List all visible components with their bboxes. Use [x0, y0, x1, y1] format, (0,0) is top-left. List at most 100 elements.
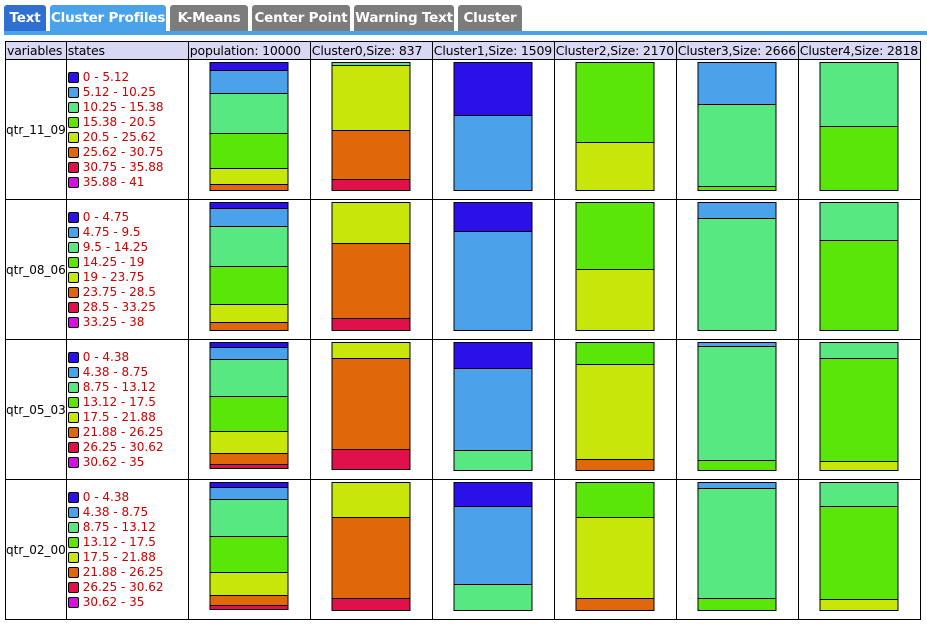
legend-swatch — [67, 596, 79, 608]
tab-cluster-profiles[interactable]: Cluster Profiles — [50, 5, 166, 31]
bar-segment-state-3 — [819, 126, 899, 191]
bar-segment-state-2 — [453, 450, 533, 471]
bar-segment-state-1 — [697, 202, 777, 220]
stacked-bar[interactable] — [575, 62, 655, 191]
legend-label: 0 - 5.12 — [82, 70, 130, 84]
legend-item: 19 - 23.75 — [67, 270, 188, 285]
legend-label: 4.75 - 9.5 — [82, 225, 141, 239]
legend-label: 0 - 4.38 — [82, 490, 130, 504]
stacked-bar[interactable] — [575, 342, 655, 471]
stacked-bar[interactable] — [331, 202, 411, 331]
legend-swatch — [67, 226, 79, 238]
stacked-bar[interactable] — [575, 202, 655, 331]
population-bar-cell — [187, 199, 311, 340]
bar-segment-state-4 — [209, 571, 289, 596]
bar-segment-state-2 — [819, 62, 899, 127]
stacked-bar[interactable] — [697, 202, 777, 331]
legend-label: 0 - 4.75 — [82, 210, 130, 224]
stacked-bar[interactable] — [819, 202, 899, 331]
cluster2-bar-cell — [553, 59, 677, 200]
legend-label: 9.5 - 14.25 — [82, 240, 149, 254]
stacked-bar[interactable] — [331, 62, 411, 191]
cluster3-bar-cell — [675, 339, 799, 480]
bar-segment-state-1 — [453, 114, 533, 191]
bar-segment-state-4 — [331, 65, 411, 131]
stacked-bar[interactable] — [697, 342, 777, 471]
bar-segment-state-0 — [453, 202, 533, 232]
stacked-bar[interactable] — [209, 342, 289, 471]
bar-segment-state-3 — [209, 133, 289, 170]
stacked-bar[interactable] — [453, 482, 533, 611]
legend-label: 13.12 - 17.5 — [82, 395, 156, 409]
legend-swatch — [67, 241, 79, 253]
legend-label: 33.25 - 38 — [82, 315, 145, 329]
bar-segment-state-3 — [209, 266, 289, 305]
legend-swatch — [67, 396, 79, 408]
cluster3-bar-cell — [675, 199, 799, 340]
bar-segment-state-3 — [575, 62, 655, 144]
stacked-bar[interactable] — [697, 62, 777, 191]
bar-segment-state-5 — [575, 459, 655, 471]
bar-segment-state-2 — [209, 498, 289, 537]
population-bar-cell — [187, 479, 311, 620]
tab-k-means[interactable]: K-Means — [170, 5, 248, 31]
tab-center-point[interactable]: Center Point — [252, 5, 350, 31]
stacked-bar[interactable] — [209, 62, 289, 191]
legend-item: 33.25 - 38 — [67, 315, 188, 330]
legend-label: 17.5 - 21.88 — [82, 550, 156, 564]
stacked-bar[interactable] — [819, 342, 899, 471]
stacked-bar[interactable] — [575, 482, 655, 611]
bar-segment-state-2 — [209, 93, 289, 135]
stacked-bar[interactable] — [819, 482, 899, 611]
legend-swatch — [67, 101, 79, 113]
bar-segment-state-0 — [453, 62, 533, 116]
legend-swatch — [67, 551, 79, 563]
bar-segment-state-3 — [575, 482, 655, 518]
cluster4-bar-cell — [797, 59, 921, 200]
cluster0-bar-cell — [309, 199, 433, 340]
legend-item: 0 - 4.38 — [67, 350, 188, 365]
cluster0-bar-cell — [309, 339, 433, 480]
stacked-bar[interactable] — [819, 62, 899, 191]
bar-segment-state-1 — [453, 230, 533, 331]
tab-text[interactable]: Text — [4, 5, 46, 31]
bar-segment-state-3 — [575, 202, 655, 270]
legend-swatch — [67, 536, 79, 548]
tab-warning-text[interactable]: Warning Text — [354, 5, 454, 31]
legend-swatch — [67, 491, 79, 503]
legend-item: 26.25 - 30.62 — [67, 580, 188, 595]
header-population: population: 10000 — [187, 41, 311, 60]
legend-item: 17.5 - 21.88 — [67, 550, 188, 565]
cluster4-bar-cell — [797, 339, 921, 480]
legend-swatch — [67, 441, 79, 453]
tab-cluster[interactable]: Cluster — [458, 5, 522, 31]
bar-segment-state-5 — [331, 243, 411, 319]
legend-label: 5.12 - 10.25 — [82, 85, 156, 99]
bar-segment-state-0 — [453, 342, 533, 369]
stacked-bar[interactable] — [331, 342, 411, 471]
legend-item: 17.5 - 21.88 — [67, 410, 188, 425]
stacked-bar[interactable] — [453, 62, 533, 191]
bar-segment-state-1 — [697, 62, 777, 106]
stacked-bar[interactable] — [331, 482, 411, 611]
legend-item: 28.5 - 33.25 — [67, 300, 188, 315]
stacked-bar[interactable] — [697, 482, 777, 611]
bar-segment-state-2 — [697, 345, 777, 462]
bar-segment-state-3 — [819, 505, 899, 600]
stacked-bar[interactable] — [209, 202, 289, 331]
stacked-bar[interactable] — [453, 342, 533, 471]
bar-segment-state-3 — [697, 186, 777, 191]
legend-item: 35.88 - 41 — [67, 175, 188, 190]
legend-label: 19 - 23.75 — [82, 270, 145, 284]
legend-item: 4.38 - 8.75 — [67, 505, 188, 520]
legend-label: 4.38 - 8.75 — [82, 505, 149, 519]
bar-segment-state-6 — [209, 605, 289, 610]
bar-segment-state-2 — [697, 488, 777, 599]
tab-underline — [4, 31, 927, 35]
legend-item: 5.12 - 10.25 — [67, 85, 188, 100]
stacked-bar[interactable] — [453, 202, 533, 331]
legend-item: 10.25 - 15.38 — [67, 100, 188, 115]
stacked-bar[interactable] — [209, 482, 289, 611]
